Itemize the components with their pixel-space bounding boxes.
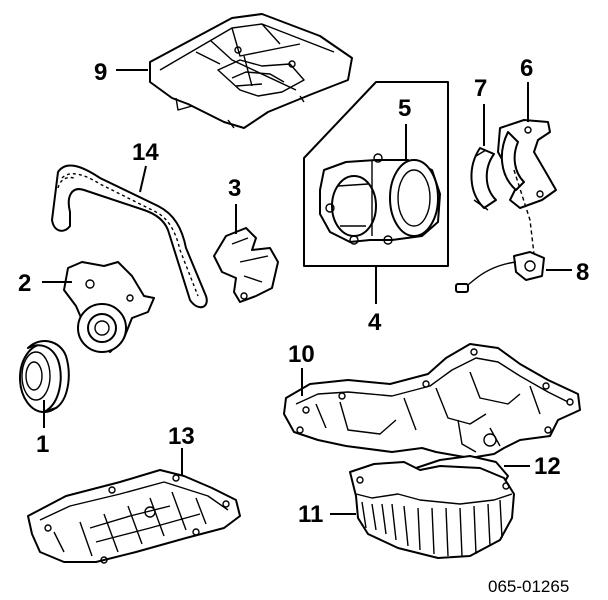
lower-oil-pan bbox=[349, 461, 515, 559]
timing-pulley-plate bbox=[63, 261, 155, 353]
bearing-bracket bbox=[497, 119, 557, 209]
callout-labels: 9 14 3 2 1 4 5 7 6 8 10 12 11 13 bbox=[18, 55, 589, 528]
reference-code: 065-01265 bbox=[488, 577, 569, 596]
callout-9: 9 bbox=[94, 59, 107, 86]
belt-cover-bracket bbox=[213, 227, 279, 303]
timing-belt bbox=[51, 164, 208, 309]
callout-3: 3 bbox=[228, 175, 241, 202]
callout-13: 13 bbox=[168, 423, 195, 450]
callout-4: 4 bbox=[368, 309, 382, 336]
callout-10: 10 bbox=[288, 341, 315, 368]
callout-1: 1 bbox=[36, 431, 49, 458]
crank-sensor bbox=[455, 169, 545, 293]
callout-12: 12 bbox=[534, 453, 561, 480]
callout-5: 5 bbox=[398, 95, 411, 122]
callout-8: 8 bbox=[576, 259, 589, 286]
upper-oil-pan bbox=[283, 343, 581, 459]
air-flow-meter bbox=[319, 153, 441, 245]
oil-pan-small bbox=[27, 469, 241, 564]
crankshaft-pulley bbox=[19, 340, 70, 413]
engine-cover bbox=[149, 13, 353, 129]
callout-7: 7 bbox=[474, 75, 487, 102]
callout-2: 2 bbox=[18, 270, 31, 297]
callout-6: 6 bbox=[520, 55, 533, 82]
leader-lines bbox=[42, 69, 572, 515]
bearing-shell bbox=[470, 147, 497, 211]
callout-14: 14 bbox=[132, 139, 159, 166]
callout-11: 11 bbox=[298, 501, 323, 528]
